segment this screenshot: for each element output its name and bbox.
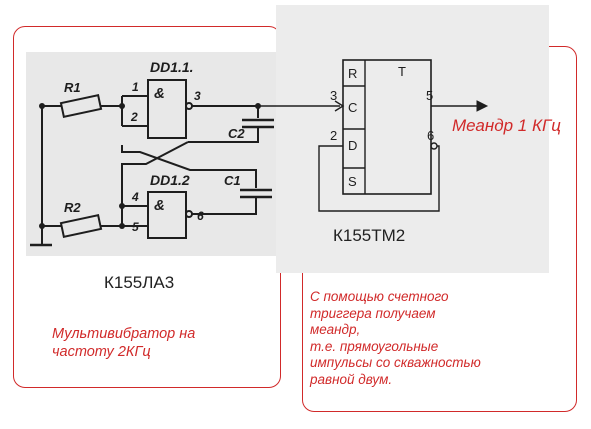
feedback-loop-wire xyxy=(318,145,440,212)
trigger-s-label: S xyxy=(348,174,357,189)
top-gate-output-bubble xyxy=(185,102,193,110)
clock-input-arrow xyxy=(334,100,345,112)
junction-r1 xyxy=(119,103,125,109)
trigger-description-line-5: импульсы со скважностью xyxy=(310,355,481,370)
c1-lower-wire xyxy=(192,197,257,215)
trigger-description-line-4: т.е. прямоугольные xyxy=(310,338,439,354)
trigger-description-line-3: меандр, xyxy=(310,322,361,337)
trigger-description-line-6: равной двум. xyxy=(310,371,393,387)
cross-wire-b xyxy=(121,145,257,188)
pin-2-label: 2 xyxy=(130,110,138,124)
pin-6-label: 6 xyxy=(197,209,204,223)
bottom-gate-inputs xyxy=(122,205,148,227)
resistor-r1 xyxy=(59,94,103,118)
pin-4-label: 4 xyxy=(131,190,139,204)
trigger-description: С помощью счетного триггера получаем меа… xyxy=(310,289,481,388)
right-schematic-paper xyxy=(276,5,549,273)
trigger-pin-6-label: 6 xyxy=(427,128,434,143)
trigger-chip-dividers xyxy=(343,60,366,194)
junction-r2 xyxy=(119,223,125,229)
trigger-description-line-2: триггера получаем xyxy=(310,305,436,321)
junction-left-bottom xyxy=(39,223,45,229)
junction-out xyxy=(255,103,261,109)
trigger-r-label: R xyxy=(348,66,357,81)
gate-dd1-2-label: DD1.2 xyxy=(150,172,190,188)
top-gate-inputs xyxy=(122,95,148,127)
gate-dd1-1-body xyxy=(147,79,187,139)
trigger-description-line-1: С помощью счетного xyxy=(310,289,449,304)
nand-symbol-bottom: & xyxy=(154,197,165,214)
trigger-chip-body xyxy=(342,59,432,195)
cross-wire-a xyxy=(121,141,189,206)
pin-5-label: 5 xyxy=(132,220,139,234)
chip-k155tm2-label: К155ТМ2 xyxy=(333,226,406,245)
chip-k155la3-label: К155ЛА3 xyxy=(104,273,175,292)
trigger-c-label: C xyxy=(348,100,357,115)
resistor-r2 xyxy=(59,214,103,238)
capacitor-c2-label: C2 xyxy=(228,126,245,141)
multivibrator-description: Мультивибратор на частоту 2КГц xyxy=(52,325,195,361)
q-output-arrow xyxy=(476,100,489,112)
bottom-gate-output-bubble xyxy=(185,210,193,218)
junction-left-top xyxy=(39,103,45,109)
meander-output-label: Меандр 1 КГц xyxy=(452,116,561,135)
trigger-t-label: T xyxy=(398,64,406,79)
gate-dd1-1-label: DD1.1. xyxy=(150,59,194,75)
trigger-pin-2-label: 2 xyxy=(330,128,337,143)
multivibrator-description-line-1: Мультивибратор на xyxy=(52,326,196,342)
junction-bottom-input xyxy=(119,203,125,209)
nand-symbol-top: & xyxy=(154,85,165,102)
trigger-pin-5-label: 5 xyxy=(426,88,433,103)
capacitor-c1-label: C1 xyxy=(224,173,241,188)
trigger-pin-3-label: 3 xyxy=(330,88,337,103)
trigger-d-label: D xyxy=(348,138,357,153)
resistor-r2-label: R2 xyxy=(64,200,81,215)
pin-3-label: 3 xyxy=(194,89,201,103)
resistor-r1-label: R1 xyxy=(64,80,81,95)
pin-1-label: 1 xyxy=(132,80,139,94)
multivibrator-description-line-2: частоту 2КГц xyxy=(52,344,151,360)
c2-lower-wire xyxy=(188,127,259,143)
